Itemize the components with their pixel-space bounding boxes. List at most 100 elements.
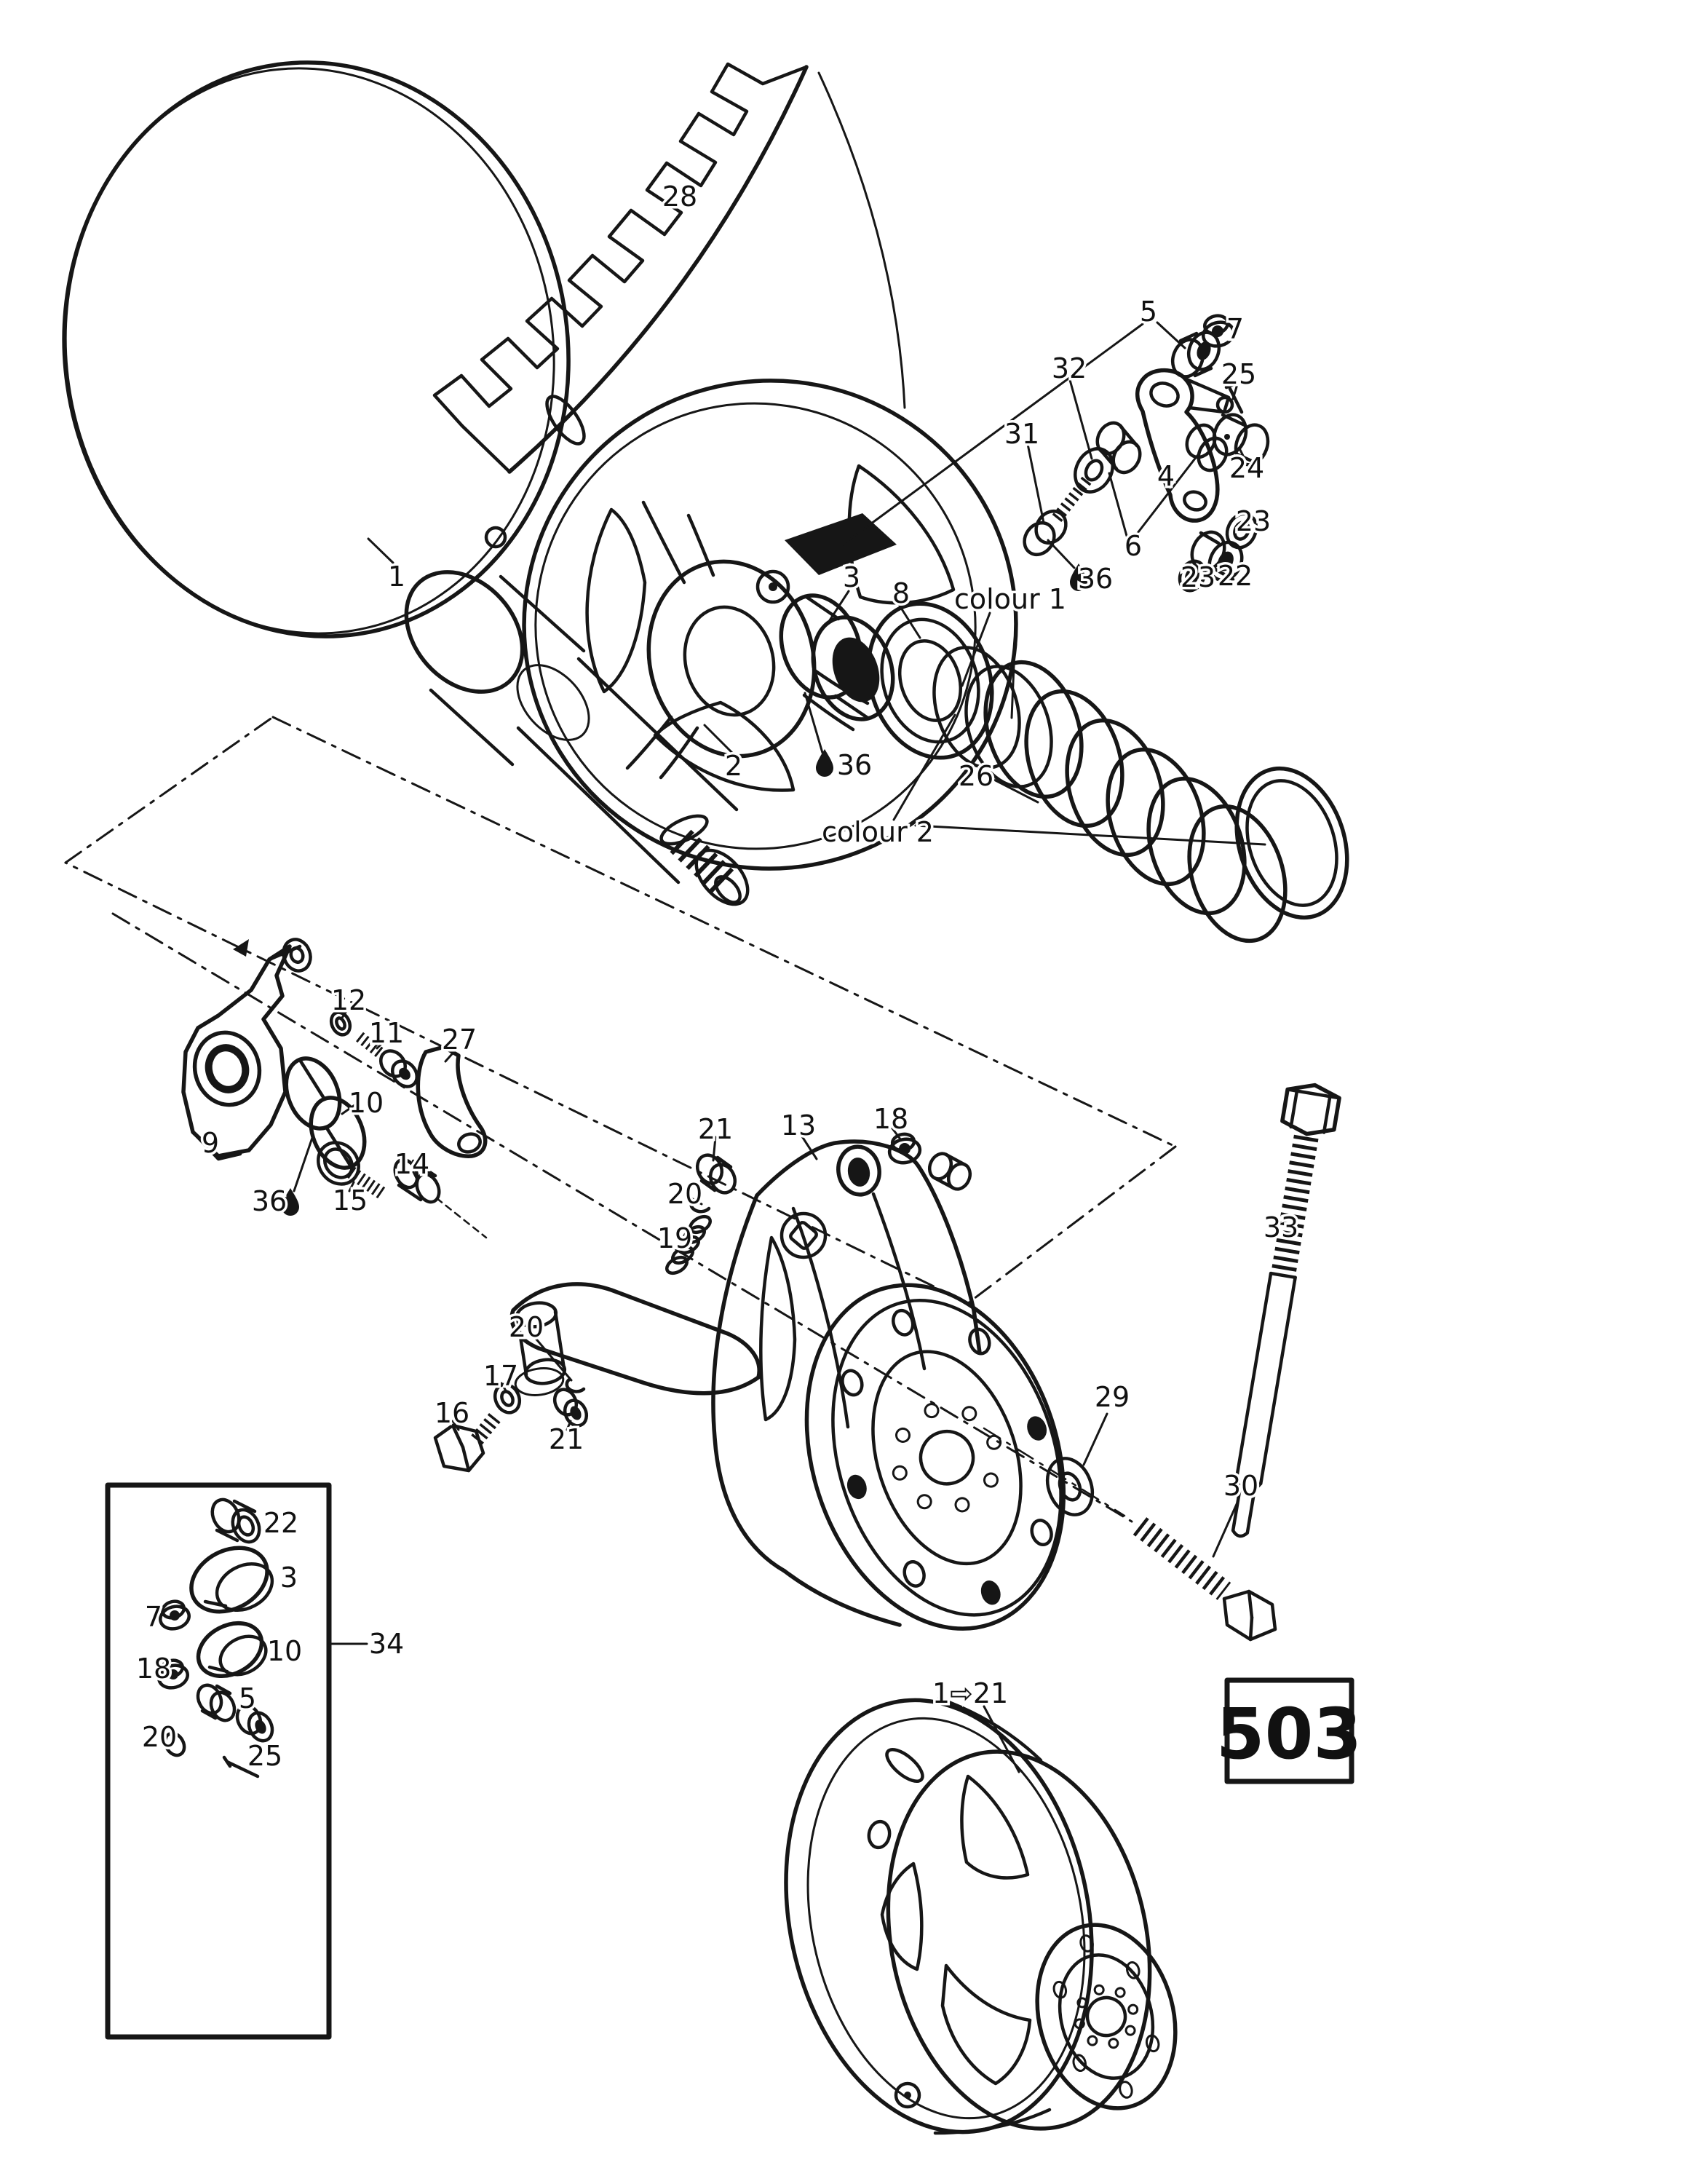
- kit-bushing-3: [189, 1546, 274, 1614]
- flange-nut-18: [887, 1132, 922, 1165]
- kit-nut-7: [159, 1599, 191, 1631]
- callout-colour-1-5: colour 1: [954, 583, 1066, 615]
- callout-27-23: 27: [442, 1024, 477, 1056]
- kit-bushing-10: [196, 1621, 268, 1679]
- callout-8-4: 8: [892, 577, 910, 609]
- washer-32: [1074, 447, 1114, 494]
- bolt-30: [1132, 1517, 1277, 1642]
- roller-pin-24: [1212, 413, 1270, 467]
- support-housing-13: [509, 1139, 982, 1627]
- callout-9-24: 9: [202, 1127, 219, 1159]
- callout-colour-2-8: colour 2: [822, 816, 934, 848]
- fixed-sheave-disc-1: [62, 60, 750, 906]
- washer-17: [493, 1382, 522, 1415]
- callout-31-13: 31: [1004, 418, 1039, 450]
- callout-16-34: 16: [435, 1397, 469, 1429]
- ring-23-lower: [1178, 559, 1207, 593]
- bushing-3: [779, 593, 895, 721]
- callout-10-25: 10: [349, 1087, 384, 1119]
- callout-1-21-42: 1⇨21: [932, 1677, 1008, 1709]
- callout-30-39: 30: [1223, 1470, 1258, 1502]
- lock-nut-7: [1202, 314, 1235, 348]
- spring-colour-rings: [932, 646, 1053, 788]
- drive-belt-28: [432, 62, 906, 474]
- callout-32-11: 32: [1052, 352, 1087, 384]
- callout-20-49: 20: [142, 1721, 177, 1753]
- cotter-pin-25: [1224, 382, 1244, 414]
- callout-20-30: 20: [667, 1178, 702, 1210]
- callout-19-31: 19: [657, 1222, 692, 1254]
- governor-lever-4: [1135, 368, 1234, 523]
- pin-14: [393, 1158, 488, 1239]
- flange-disc-13: [804, 1283, 1066, 1631]
- callout-17-35: 17: [483, 1360, 518, 1392]
- bushing-21-lower: [552, 1388, 589, 1428]
- kit-box-34: [105, 1482, 332, 2040]
- kit-bushings-5: [196, 1683, 274, 1743]
- kit-nut-18: [157, 1658, 189, 1690]
- callout-29-38: 29: [1095, 1381, 1130, 1413]
- callout-26-7: 26: [959, 760, 993, 792]
- callout-15-27: 15: [333, 1184, 368, 1216]
- washer-29: [1045, 1457, 1095, 1516]
- roller-5: [1170, 331, 1221, 379]
- callout-14-28: 14: [394, 1148, 429, 1180]
- callout-25-50: 25: [247, 1740, 282, 1772]
- bolt-15: [317, 1141, 387, 1200]
- cam-lever-27: [416, 1045, 488, 1158]
- bolt-31: [1023, 474, 1094, 557]
- callout-1-0: 1: [388, 561, 405, 593]
- roller-22: [1190, 530, 1244, 582]
- callout-22-43: 22: [263, 1507, 298, 1539]
- callout-23-18: 23: [1181, 561, 1215, 593]
- callout-24-15: 24: [1229, 452, 1264, 484]
- callout-28-1: 28: [662, 181, 697, 213]
- flange-axis-dashed: [983, 1427, 1126, 1517]
- kit-bushing-22: [210, 1497, 261, 1544]
- callout-21-29: 21: [698, 1113, 733, 1145]
- callout-10-46: 10: [267, 1635, 302, 1667]
- callout-23-16: 23: [1236, 505, 1271, 537]
- oil-drop-icon: [816, 749, 833, 777]
- callout-33-40: 33: [1264, 1211, 1298, 1243]
- cup-21-upper: [695, 1153, 737, 1195]
- callout-7-10: 7: [1226, 313, 1244, 345]
- governor-cup-9: [181, 938, 312, 1161]
- spring-19: [665, 1214, 712, 1275]
- callout-3-44: 3: [280, 1562, 298, 1594]
- pulley-spring-26: [983, 660, 1349, 943]
- callout-4-14: 4: [1157, 460, 1175, 492]
- callout-36-26: 36: [252, 1185, 287, 1217]
- callout-36-20: 36: [1078, 563, 1113, 595]
- pivot-pin-6: [1095, 421, 1229, 475]
- callout-12-21: 12: [331, 984, 366, 1016]
- kit-oring-20: [163, 1731, 186, 1757]
- callout-18-47: 18: [136, 1653, 171, 1685]
- washer-12: [329, 1010, 352, 1037]
- callout-34-41: 34: [369, 1628, 404, 1660]
- callout-20-36: 20: [509, 1311, 544, 1343]
- bolt-16: [433, 1412, 501, 1473]
- callout-3-3: 3: [843, 561, 860, 593]
- puller-bolt-33: [1231, 1083, 1341, 1538]
- engine-badge-503: [1224, 1677, 1354, 1784]
- split-washer-20-lower: [565, 1377, 586, 1393]
- sliding-sheave-housing-2: [484, 379, 1018, 871]
- assembly-axis-dashed: [111, 912, 1133, 1523]
- callout-22-17: 22: [1218, 560, 1253, 592]
- split-washer-20-upper: [689, 1198, 711, 1214]
- kit-cotter-pin-25: [222, 1755, 260, 1779]
- badge-503-text: 503: [1216, 1693, 1362, 1775]
- callout-11-22: 11: [369, 1017, 404, 1049]
- assembled-pulley: [784, 1696, 1178, 2135]
- callout-25-12: 25: [1221, 358, 1256, 390]
- callout-36-6: 36: [837, 749, 872, 781]
- callout-7-45: 7: [145, 1601, 162, 1633]
- callout-18-33: 18: [873, 1103, 908, 1135]
- callout-21-37: 21: [549, 1423, 584, 1455]
- callout-6-19: 6: [1124, 530, 1142, 562]
- callout-2-2: 2: [725, 750, 742, 782]
